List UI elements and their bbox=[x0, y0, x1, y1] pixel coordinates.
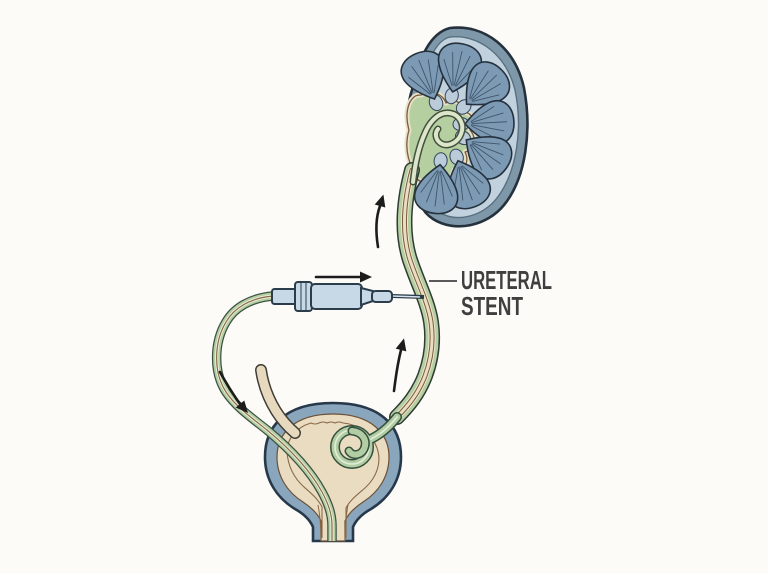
access-sheath-tube bbox=[255, 364, 301, 439]
kidney bbox=[395, 26, 529, 228]
direction-arrows bbox=[218, 194, 407, 413]
flow-arrow-up-near-kidney-icon bbox=[374, 194, 386, 249]
urethra-lining-lines bbox=[317, 504, 349, 542]
flow-arrow-up-along-ureter-icon bbox=[392, 338, 407, 393]
flow-arrow-down-into-bladder-icon bbox=[218, 370, 248, 413]
device-barrel bbox=[310, 283, 363, 310]
stent-lower-pigtail bbox=[329, 412, 402, 469]
pusher-tube bbox=[211, 291, 337, 541]
flow-arrow-right-above-device-icon bbox=[314, 271, 372, 283]
device-needle-highlight bbox=[391, 295, 421, 298]
device-tip bbox=[371, 290, 393, 303]
device-collar bbox=[294, 281, 313, 312]
device-collar-lines bbox=[300, 283, 307, 310]
device-connector bbox=[271, 288, 298, 305]
bladder-mucosa-line bbox=[286, 421, 380, 538]
label-ureteral-stent-line2: STENT bbox=[461, 291, 523, 321]
ureter-with-stent bbox=[389, 162, 441, 425]
stent-pusher-device bbox=[271, 281, 425, 312]
stent-upper-pigtail bbox=[409, 109, 466, 186]
label-ureteral-stent-line1: URETERAL bbox=[461, 265, 552, 295]
